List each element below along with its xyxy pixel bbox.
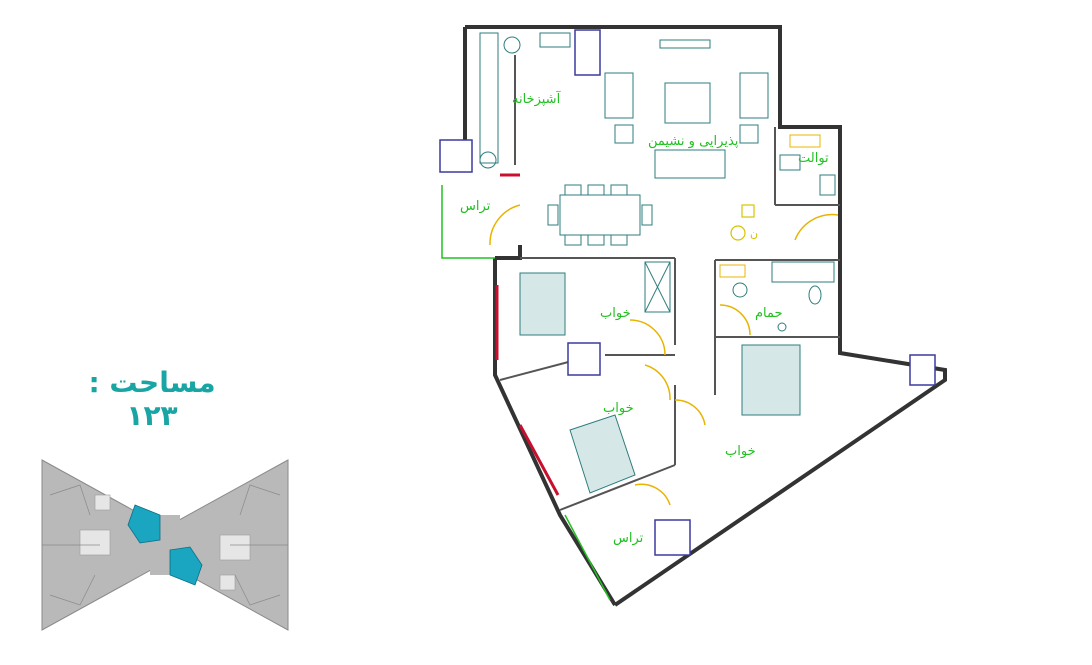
room-label-living: پذیرایی و نشیمن	[648, 134, 739, 149]
room-label-bedroom-2: خواب	[603, 401, 634, 416]
room-label-bedroom-3: خواب	[725, 444, 756, 459]
area-title: مساحت : ۱۲۳	[88, 366, 216, 432]
dining-table	[547, 184, 653, 246]
terrace-outlines	[441, 185, 611, 601]
key-plan-unit-highlight	[127, 504, 203, 586]
kitchen-counter	[479, 32, 571, 169]
room-label-bath: حمام	[755, 306, 783, 321]
doors	[489, 204, 839, 506]
key-plan	[41, 459, 289, 631]
living-furniture	[604, 39, 769, 179]
wardrobes	[644, 261, 835, 313]
interior-walls	[499, 55, 840, 511]
room-label-kitchen: آشپزخانه	[512, 90, 562, 107]
room-label-terrace-bottom: تراس	[613, 531, 644, 546]
room-label-terrace-top: تراس	[460, 199, 491, 214]
bath-fixtures	[719, 134, 836, 332]
room-label-toilet: توالت	[798, 151, 829, 166]
room-label-bedroom-1: خواب	[600, 306, 631, 321]
north-arrow-icon	[730, 204, 755, 241]
north-mark: ن	[750, 227, 758, 240]
key-plan-building	[41, 459, 289, 631]
beds	[519, 272, 801, 494]
columns	[439, 29, 936, 556]
windows	[495, 173, 560, 496]
floor-plan: ن آشپزخانه پذیرایی و نشیمن توالت تراس خو…	[439, 25, 947, 607]
